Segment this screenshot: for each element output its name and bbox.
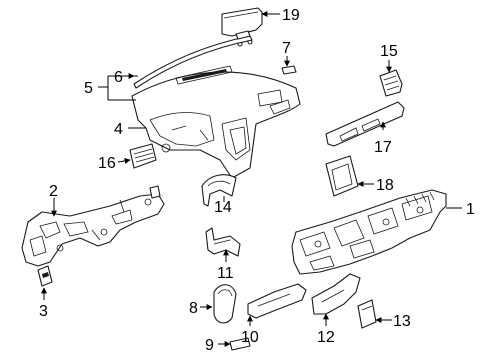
- callout-2: 2: [49, 183, 58, 200]
- leader-16: [117, 157, 131, 164]
- part-14-column-shroud: [201, 174, 237, 207]
- callout-13: 13: [393, 313, 411, 330]
- callout-labels: 1 2 3 4 5 6 7 8 9 10 11 12 13 14 15 16 1…: [39, 7, 475, 354]
- part-7-clip: [281, 65, 297, 75]
- callout-3: 3: [39, 303, 48, 320]
- part-8-gauge-lens: [213, 284, 237, 324]
- callout-12: 12: [317, 329, 335, 346]
- part-3-bracket: [37, 265, 53, 287]
- callout-9: 9: [205, 337, 214, 354]
- part-18-bezel: [325, 155, 359, 197]
- callout-19: 19: [282, 7, 300, 24]
- callout-18: 18: [376, 177, 394, 194]
- part-2-crosscar-beam: [21, 185, 165, 267]
- part-12-knee-bolster: [311, 273, 361, 315]
- callout-15: 15: [380, 43, 398, 60]
- callout-11: 11: [217, 265, 234, 282]
- part-11-bracket: [205, 227, 241, 257]
- callout-1: 1: [466, 201, 475, 218]
- part-1-lower-carrier: [291, 189, 447, 275]
- leader-lines: [41, 11, 462, 347]
- callout-5: 5: [84, 80, 93, 97]
- part-13-end-cap: [357, 299, 377, 329]
- part-17-right-trim: [325, 101, 405, 147]
- part-10-lower-trim: [247, 283, 307, 319]
- callout-6: 6: [114, 69, 123, 86]
- callout-14: 14: [214, 199, 232, 216]
- part-15-right-vent: [379, 69, 403, 97]
- part-6-trim-strip: [133, 30, 253, 89]
- part-9-insert: [229, 337, 251, 351]
- callout-17: 17: [374, 139, 392, 156]
- leader-5: [98, 75, 138, 101]
- part-4-instrument-panel-pad: [131, 65, 301, 179]
- callout-7: 7: [282, 40, 291, 57]
- part-16-side-vent: [129, 143, 157, 169]
- callout-8: 8: [189, 300, 198, 317]
- callout-10: 10: [241, 329, 259, 346]
- callout-16: 16: [98, 155, 116, 172]
- callout-4: 4: [114, 121, 123, 138]
